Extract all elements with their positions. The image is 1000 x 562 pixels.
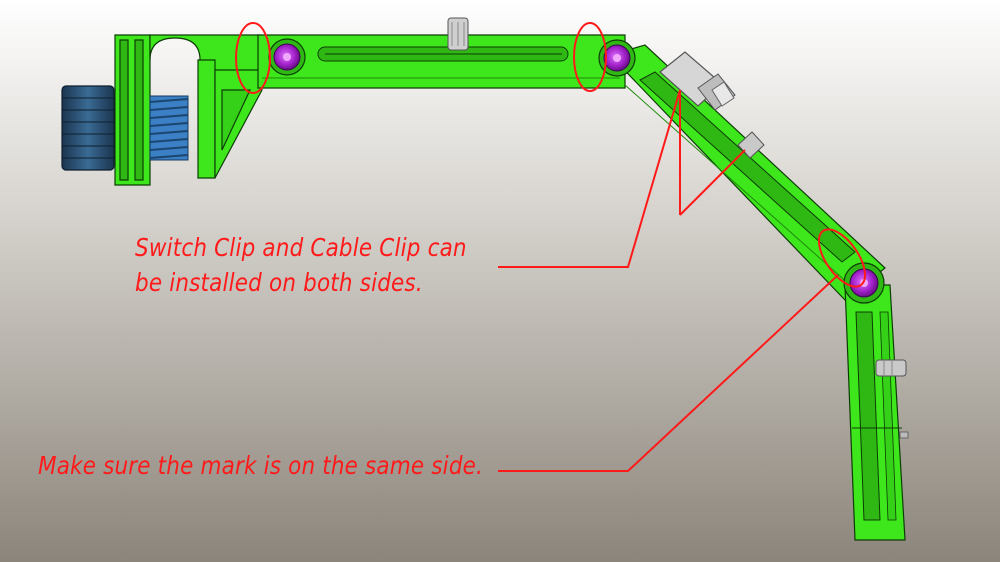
mark-alignment-note: Make sure the mark is on the same side. (38, 448, 483, 483)
mark-ellipse-2 (573, 22, 607, 92)
leader-mark-note (498, 274, 839, 472)
arm-segment-1 (257, 34, 626, 89)
clip-note-line-2: be installed on both sides. (135, 268, 423, 297)
switch-clip (659, 51, 736, 111)
clamp-screw-thread (149, 95, 189, 161)
cable-clip-top (447, 17, 469, 51)
arm-segment-2 (608, 44, 886, 301)
mark-highlights (235, 22, 867, 288)
mark-note-text: Make sure the mark is on the same side. (38, 451, 484, 480)
mark-ellipse-3 (817, 228, 867, 288)
joint-bolt-1 (268, 38, 306, 76)
mark-ellipse-1 (235, 22, 271, 94)
leader-lines (498, 89, 839, 472)
cable-clip-vertical (875, 359, 909, 439)
joint-bolt-2 (598, 39, 636, 77)
leader-clip-note (498, 89, 681, 268)
clip-installation-note: Switch Clip and Cable Clip can be instal… (135, 230, 467, 300)
clamp-body (114, 34, 263, 186)
clamp-knob (61, 85, 115, 171)
clip-note-line-1: Switch Clip and Cable Clip can (135, 233, 467, 262)
